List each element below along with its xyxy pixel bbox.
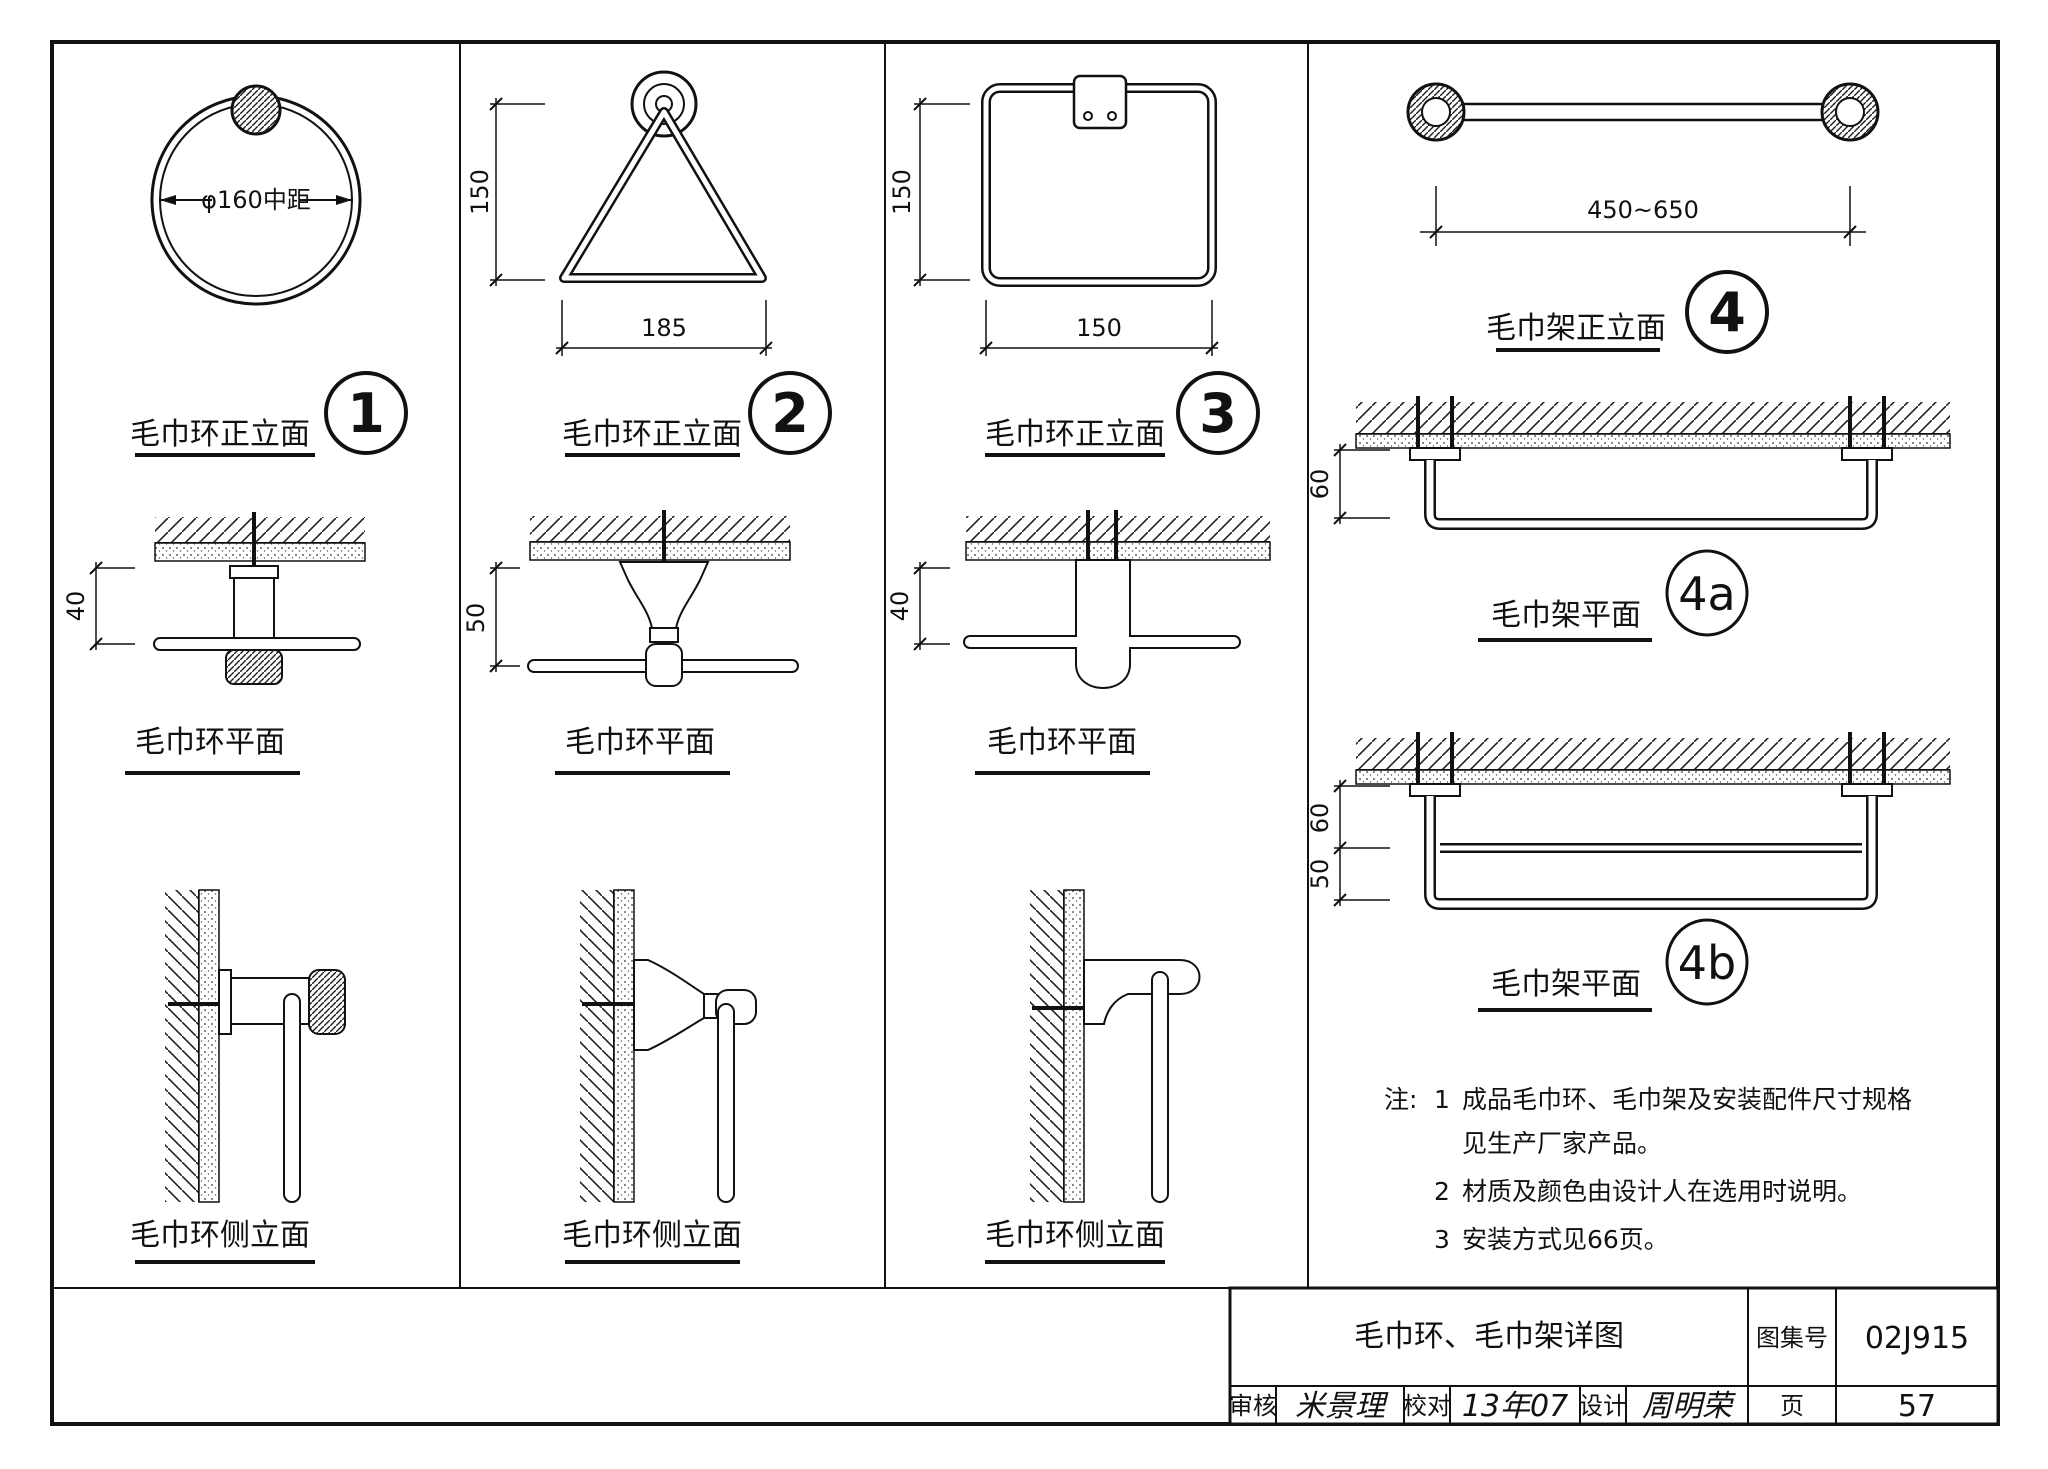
- detail-number-circle: [1176, 371, 1260, 455]
- note-1-line-1: 成品毛巾环、毛巾架及安装配件尺寸规格: [1462, 1085, 1912, 1114]
- towel-bar-plan-4b: 60 50: [1306, 732, 1951, 910]
- width-dimension: 185: [641, 314, 687, 342]
- plan-b-bottom-dimension: 50: [1306, 859, 1334, 890]
- front-elevation-title: 毛巾架正立面: [1486, 311, 1666, 346]
- side-elevation-title: 毛巾环侧立面: [130, 1218, 310, 1253]
- detail-number-circle: [748, 371, 832, 455]
- detail-number-circle: [1685, 270, 1769, 354]
- detail-number: 3: [1199, 382, 1237, 445]
- plan-title: 毛巾环平面: [135, 725, 285, 760]
- detail-number-circle: [324, 371, 408, 455]
- triangle-ring-side-elevation: [580, 889, 757, 1203]
- detail-3: 150 150 毛巾环正立面 3 40 毛巾环平: [886, 74, 1271, 1264]
- ring-front-elevation: φ160中距: [150, 84, 362, 306]
- width-dimension: 150: [1076, 314, 1122, 342]
- notes-prefix: 注:: [1384, 1085, 1417, 1114]
- note-2-line-1: 材质及颜色由设计人在选用时说明。: [1462, 1177, 1862, 1206]
- plan-b-label: 4b: [1678, 936, 1736, 990]
- ring-plan-view: 40: [62, 512, 366, 685]
- plan-a-label: 4a: [1678, 567, 1735, 621]
- ring-diameter-dimension: φ160中距: [201, 186, 311, 214]
- note-2-number: 2: [1434, 1177, 1450, 1206]
- title-block: 毛巾环、毛巾架详图 图集号 02J915 审核 米景理 校对 13年07 设计 …: [1228, 1286, 2000, 1426]
- plan-b-label-circle: [1665, 918, 1749, 1006]
- ring-side-elevation: [165, 889, 346, 1203]
- plan-title: 毛巾环平面: [987, 725, 1137, 760]
- height-dimension: 150: [888, 169, 916, 215]
- side-elevation-title: 毛巾环侧立面: [562, 1218, 742, 1253]
- check-signature: 13年07: [1462, 1389, 1568, 1424]
- page-label: 页: [1780, 1392, 1804, 1420]
- design-signature: 周明荣: [1642, 1389, 1736, 1424]
- towel-bar-plan-4a: 60: [1306, 396, 1951, 530]
- plan-depth-dimension: 40: [886, 591, 914, 622]
- review-label: 审核: [1229, 1392, 1277, 1420]
- triangle-ring-front-elevation: 150 185: [466, 70, 773, 356]
- plan-title: 毛巾环平面: [565, 725, 715, 760]
- length-dimension: 450~650: [1587, 196, 1699, 224]
- front-elevation-title: 毛巾环正立面: [562, 417, 742, 452]
- towel-bar-front-elevation: 450~650: [1406, 82, 1880, 246]
- design-label: 设计: [1579, 1392, 1627, 1420]
- front-elevation-title: 毛巾环正立面: [130, 417, 310, 452]
- note-1-number: 1: [1434, 1085, 1450, 1114]
- sheet-border: [50, 40, 2000, 1426]
- plan-a-depth-dimension: 60: [1306, 469, 1334, 500]
- check-label: 校对: [1403, 1392, 1451, 1420]
- square-ring-plan-view: 40: [886, 510, 1271, 689]
- detail-number: 4: [1708, 281, 1746, 344]
- review-signature: 米景理: [1295, 1389, 1389, 1424]
- note-1-line-2: 见生产厂家产品。: [1462, 1129, 1662, 1158]
- plan-b-title: 毛巾架平面: [1491, 967, 1641, 1002]
- note-3-number: 3: [1434, 1225, 1450, 1254]
- plan-depth-dimension: 50: [462, 603, 490, 634]
- plan-b-top-dimension: 60: [1306, 803, 1334, 834]
- note-3-line-1: 安装方式见66页。: [1462, 1225, 1669, 1254]
- detail-1: φ160中距 毛巾环正立面 1 40 毛巾环平面: [62, 84, 408, 1264]
- square-ring-side-elevation: [1030, 889, 1201, 1203]
- detail-number: 1: [347, 382, 385, 445]
- atlas-number-label: 图集号: [1756, 1324, 1828, 1352]
- detail-2: 150 185 毛巾环正立面 2 50 毛巾环平: [462, 70, 832, 1264]
- plan-depth-dimension: 40: [62, 591, 90, 622]
- triangle-ring-plan-view: 50: [462, 510, 799, 687]
- page-number: 57: [1898, 1389, 1936, 1424]
- detail-number: 2: [771, 382, 809, 445]
- front-elevation-title: 毛巾环正立面: [985, 417, 1165, 452]
- detail-4: 450~650 毛巾架正立面 4 60 4a 毛巾架平面: [1306, 82, 1951, 1254]
- plan-a-label-circle: [1665, 549, 1749, 637]
- notes: 注: 1 成品毛巾环、毛巾架及安装配件尺寸规格 见生产厂家产品。 2 材质及颜色…: [1384, 1085, 1912, 1254]
- plan-a-title: 毛巾架平面: [1491, 598, 1641, 633]
- atlas-number: 02J915: [1865, 1321, 1969, 1356]
- height-dimension: 150: [466, 169, 494, 215]
- drawing-title: 毛巾环、毛巾架详图: [1354, 1319, 1624, 1354]
- square-ring-front-elevation: 150 150: [888, 74, 1219, 356]
- side-elevation-title: 毛巾环侧立面: [985, 1218, 1165, 1253]
